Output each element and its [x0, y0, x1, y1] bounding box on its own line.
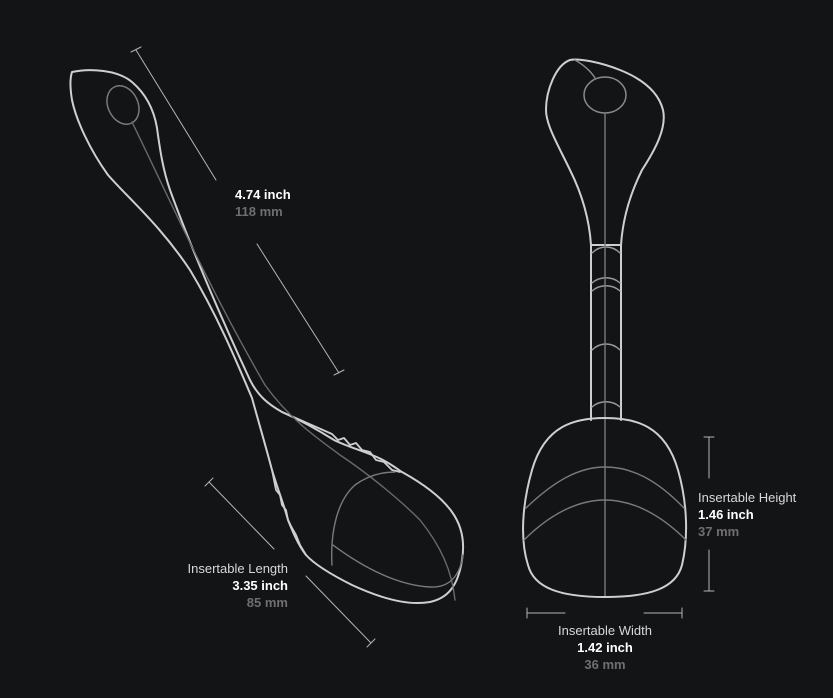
front-view-bulb-upper-curve: [525, 466, 685, 509]
insertable-height-mm: 37 mm: [698, 524, 740, 539]
front-view-neck-rings: [591, 246, 621, 408]
side-view-outline: [69, 69, 465, 605]
total-length-mm: 118 mm: [235, 204, 283, 219]
total-length-label: 4.74 inch 118 mm: [235, 186, 291, 220]
side-view-seam: [131, 121, 456, 601]
front-view-head-outline: [545, 58, 665, 246]
insertable-height-label: Insertable Height 1.46 inch 37 mm: [698, 489, 796, 540]
front-view-button-tail: [574, 59, 596, 79]
insertable-length-label: Insertable Length 3.35 inch 85 mm: [150, 560, 288, 611]
side-view-drawing: [69, 69, 465, 605]
insertable-width-dimension-line: [526, 607, 683, 619]
insertable-height-inch: 1.46 inch: [698, 507, 754, 522]
insertable-width-title: Insertable Width: [558, 623, 652, 638]
insertable-height-title: Insertable Height: [698, 490, 797, 505]
insertable-length-dimension-line: [204, 477, 376, 648]
side-view-button: [106, 85, 140, 125]
total-length-inch: 4.74 inch: [235, 187, 291, 202]
total-length-dimension-line: [130, 46, 345, 376]
insertable-length-title: Insertable Length: [187, 561, 288, 576]
insertable-width-inch: 1.42 inch: [577, 640, 633, 655]
insertable-width-label: Insertable Width 1.42 inch 36 mm: [535, 622, 675, 673]
side-view-ridge-top: [281, 411, 401, 473]
insertable-height-dimension-line: [703, 436, 715, 592]
front-view-button: [583, 76, 627, 114]
front-view-drawing: [522, 58, 688, 598]
front-view-bulb-lower-curve: [523, 499, 687, 541]
insertable-length-mm: 85 mm: [246, 595, 288, 610]
side-view-ridge-bottom: [271, 469, 307, 556]
insertable-width-mm: 36 mm: [584, 657, 626, 672]
insertable-length-inch: 3.35 inch: [232, 578, 288, 593]
side-view-bulb-curve: [330, 471, 396, 566]
front-view-bulb-outline: [522, 417, 688, 598]
side-view-bulb-band: [332, 544, 464, 588]
